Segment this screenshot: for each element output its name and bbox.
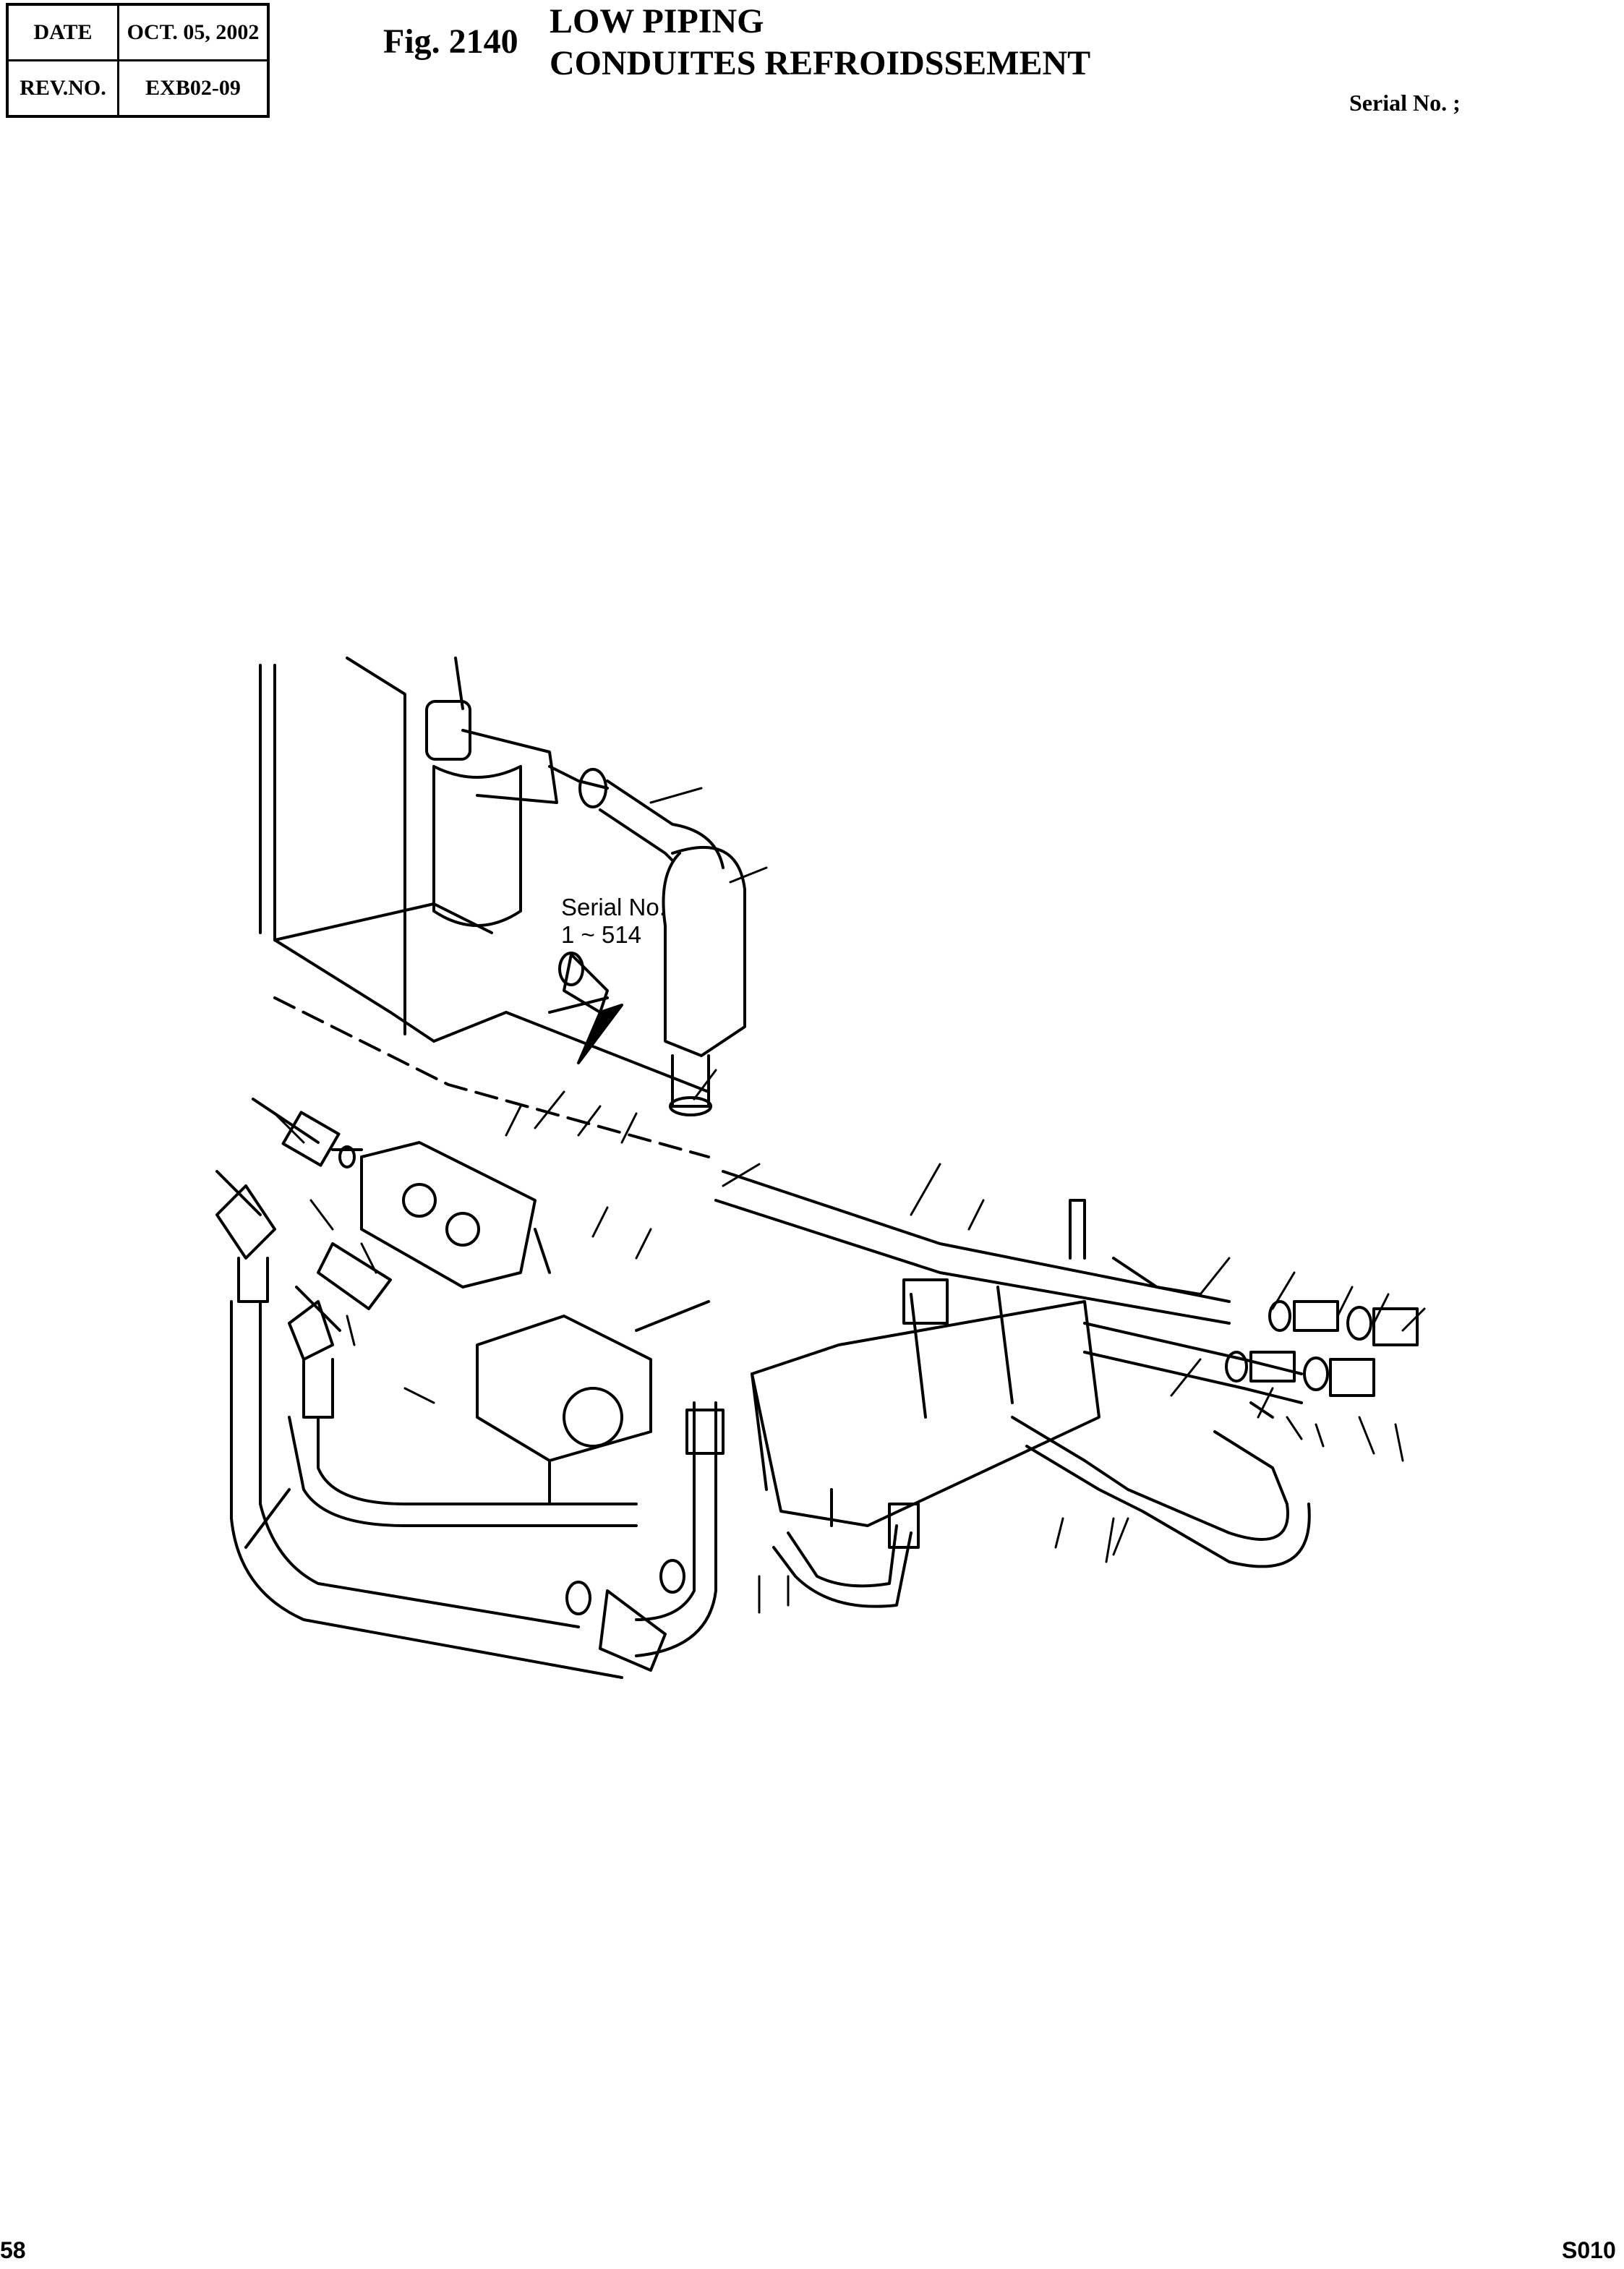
serial-elbow-part	[548, 952, 623, 1064]
right-hoses	[714, 1170, 1311, 1568]
leader-lines	[215, 787, 1426, 1614]
upper-hose	[599, 779, 746, 1116]
figure-number: Fig. 2140	[383, 22, 518, 61]
manifold	[476, 1300, 710, 1505]
date-label: DATE	[6, 3, 119, 61]
page-number: 58	[0, 2237, 26, 2263]
pump-body	[360, 1141, 551, 1289]
filter-canister	[425, 700, 609, 927]
serial-note-line2: 1 ~ 514	[561, 921, 641, 948]
serial-label: Serial No. ;	[1349, 90, 1461, 116]
rev-label: REV.NO.	[6, 59, 119, 118]
title-french: CONDUITES REFROIDSSEMENT	[550, 44, 1091, 82]
lower-hoses	[565, 1401, 920, 1672]
date-value: OCT. 05, 2002	[117, 3, 270, 61]
serial-note-line1: Serial No.	[561, 894, 666, 920]
model-code: S010	[1562, 2237, 1616, 2263]
control-valve	[751, 1199, 1101, 1527]
title-english: LOW PIPING	[550, 2, 764, 40]
rev-value: EXB02-09	[117, 59, 270, 118]
left-fittings	[215, 1098, 638, 1679]
radiator-frame	[259, 657, 710, 1158]
right-fittings	[1225, 1300, 1419, 1419]
revision-table: DATE OCT. 05, 2002 REV.NO. EXB02-09	[6, 3, 270, 118]
